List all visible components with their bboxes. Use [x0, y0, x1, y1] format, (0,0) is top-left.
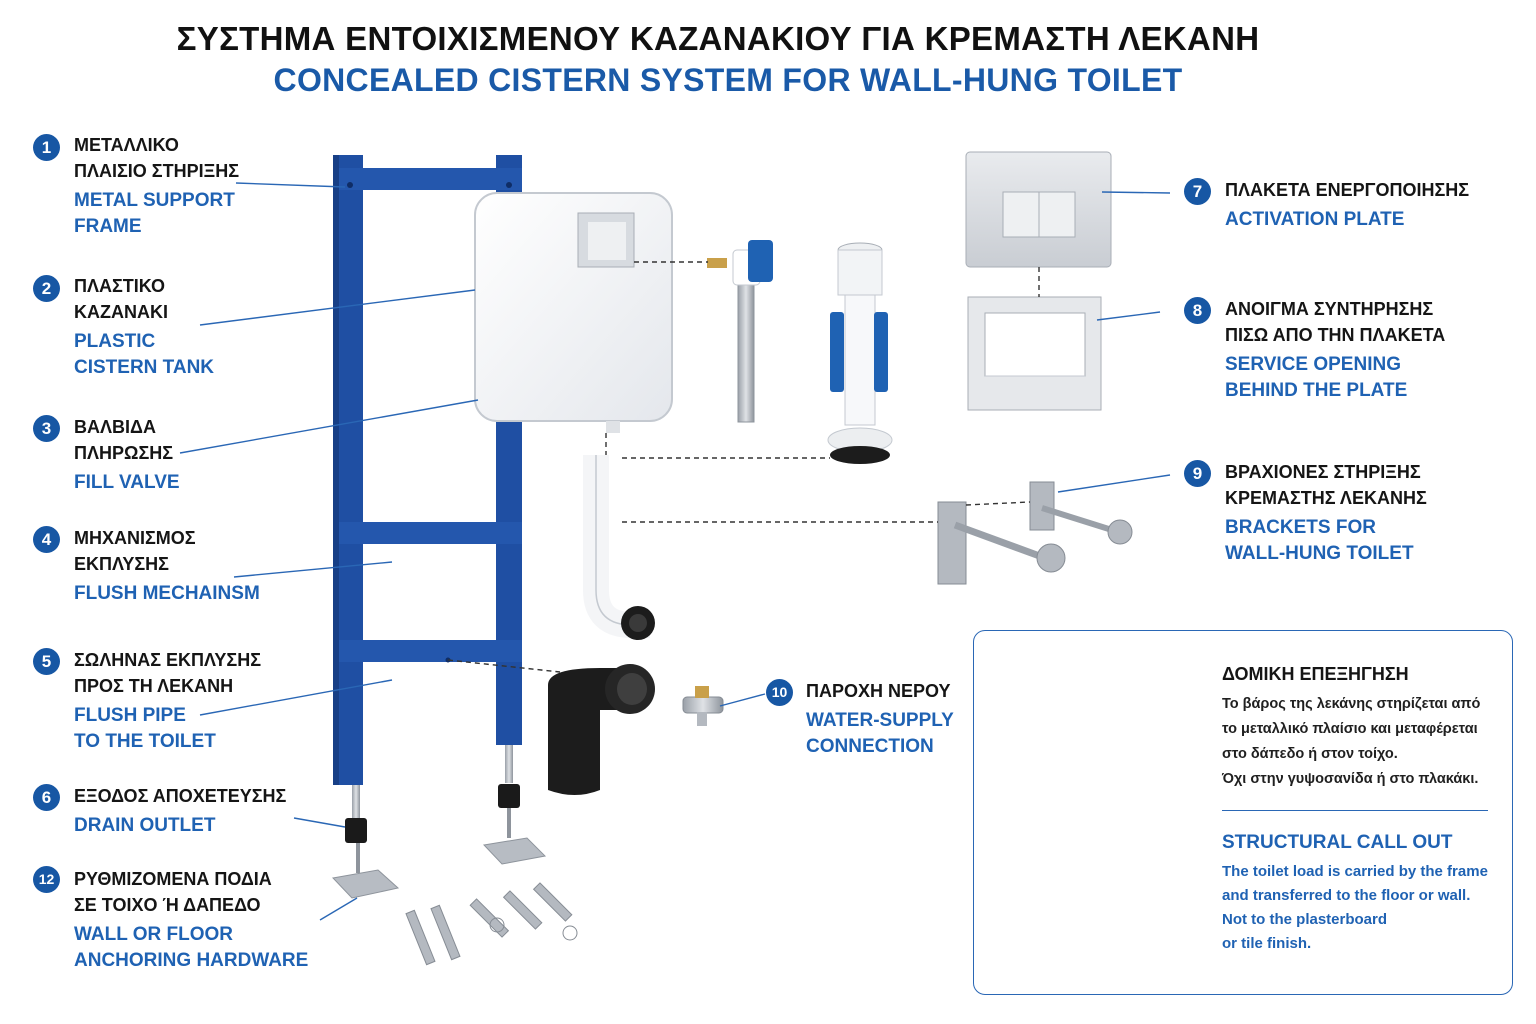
badge-12: 12: [33, 866, 60, 893]
adjustable-feet: [331, 745, 547, 899]
label-greek: ΣΕ ΤΟΙΧΟ Ή ΔΑΠΕΔΟ: [74, 895, 261, 915]
badge-6: 6: [33, 784, 60, 811]
fill-valve: [707, 240, 773, 423]
badge-10: 10: [766, 679, 793, 706]
label-greek: ΚΡΕΜΑΣΤΗΣ ΛΕΚΑΝΗΣ: [1225, 488, 1427, 508]
label-greek: ΕΞΟΔΟΣ ΑΠΟΧΕΤΕΥΣΗΣ: [74, 786, 287, 806]
badge-4: 4: [33, 526, 60, 553]
label-greek: ΠΛΑΚΕΤΑ ΕΝΕΡΓΟΠΟΙΗΣΗΣ: [1225, 180, 1470, 200]
badge-1: 1: [33, 134, 60, 161]
structural-callout-box: [973, 630, 1513, 995]
label-english: PLASTIC: [74, 331, 156, 352]
label-english: FRAME: [74, 216, 142, 237]
label-greek: ΠΙΣΩ ΑΠΟ ΤΗΝ ΠΛΑΚΕΤΑ: [1225, 325, 1446, 345]
title-english: CONCEALED CISTERN SYSTEM FOR WALL-HUNG T…: [273, 62, 1183, 98]
label-english: BRACKETS FOR: [1225, 517, 1376, 538]
label-english: WALL-HUNG TOILET: [1225, 543, 1414, 564]
label-english: WALL OR FLOOR: [74, 924, 234, 945]
callout-line: and transferred to the floor or wall.: [1222, 887, 1471, 904]
label-water-supply: ΠΑΡΟΧΗ ΝΕΡΟΥ WATER-SUPPLY CONNECTION: [806, 678, 954, 760]
label-greek: ΚΑΖΑΝΑΚΙ: [74, 302, 168, 322]
label-anchoring-hardware: ΡΥΘΜΙΖΟΜΕΝΑ ΠΟΔΙΑ ΣΕ ΤΟΙΧΟ Ή ΔΑΠΕΔΟ WALL…: [74, 866, 308, 974]
label-flush-pipe: ΣΩΛΗΝΑΣ ΕΚΠΛΥΣΗΣ ΠΡΟΣ ΤΗ ΛΕΚΑΝΗ FLUSH PI…: [74, 647, 261, 755]
label-greek: ΜΕΤΑΛΛΙΚΟ: [74, 135, 179, 155]
callout-line: The toilet load is carried by the frame: [1222, 863, 1488, 880]
drain-outlet: [548, 664, 655, 795]
badge-3: 3: [33, 415, 60, 442]
label-english: ACTIVATION PLATE: [1225, 209, 1405, 230]
label-metal-support-frame: ΜΕΤΑΛΛΙΚΟ ΠΛΑΙΣΙΟ ΣΤΗΡΙΞΗΣ METAL SUPPORT…: [74, 132, 239, 240]
label-greek: ΒΑΛΒΙΔΑ: [74, 417, 156, 437]
wall-hung-brackets: [937, 481, 1133, 585]
callout-title-english: STRUCTURAL CALL OUT: [1222, 832, 1453, 853]
label-english: DRAIN OUTLET: [74, 815, 216, 836]
callout-line: Το βάρος της λεκάνης στηρίζεται από: [1222, 696, 1481, 712]
label-wall-hung-brackets: ΒΡΑΧΙΟΝΕΣ ΣΤΗΡΙΞΗΣ ΚΡΕΜΑΣΤΗΣ ΛΕΚΑΝΗΣ BRA…: [1225, 459, 1427, 567]
label-english: ANCHORING HARDWARE: [74, 950, 309, 971]
label-flush-mechanism: ΜΗΧΑΝΙΣΜΟΣ ΕΚΠΛΥΣΗΣ FLUSH MECHAINSM: [74, 525, 260, 607]
label-greek: ΑΝΟΙΓΜΑ ΣΥΝΤΗΡΗΣΗΣ: [1225, 299, 1434, 319]
label-service-opening: ΑΝΟΙΓΜΑ ΣΥΝΤΗΡΗΣΗΣ ΠΙΣΩ ΑΠΟ ΤΗΝ ΠΛΑΚΕΤΑ …: [1225, 296, 1445, 404]
title-greek: ΣΥΣΤΗΜΑ ΕΝΤΟΙΧΙΣΜΕΝΟΥ ΚΑΖΑΝΑΚΙΟΥ ΓΙΑ ΚΡΕ…: [176, 20, 1260, 57]
callout-body-greek: Το βάρος της λεκάνης στηρίζεται από το μ…: [1222, 692, 1507, 792]
label-greek: ΠΛΑΙΣΙΟ ΣΤΗΡΙΞΗΣ: [74, 161, 239, 181]
anchoring-hardware: [405, 882, 578, 966]
label-english: BEHIND THE PLATE: [1225, 380, 1408, 401]
badge-9: 9: [1184, 460, 1211, 487]
water-supply-valve: [682, 686, 724, 726]
label-greek: ΠΛΑΣΤΙΚΟ: [74, 276, 165, 296]
label-english: FLUSH MECHAINSM: [74, 583, 260, 604]
label-greek: ΣΩΛΗΝΑΣ ΕΚΠΛΥΣΗΣ: [74, 650, 262, 670]
label-fill-valve: ΒΑΛΒΙΔΑ ΠΛΗΡΩΣΗΣ FILL VALVE: [74, 414, 180, 496]
label-english: FLUSH PIPE: [74, 705, 186, 726]
activation-plate: [965, 151, 1112, 268]
label-english: METAL SUPPORT: [74, 190, 235, 211]
callout-divider: [1222, 810, 1488, 811]
badge-7: 7: [1184, 178, 1211, 205]
callout-title-greek: ΔΟΜΙΚΗ ΕΠΕΞΗΓΗΣΗ: [1222, 664, 1409, 684]
label-english: FILL VALVE: [74, 472, 180, 493]
flush-mechanism: [827, 242, 893, 464]
callout-body-english: The toilet load is carried by the frame …: [1222, 860, 1507, 956]
leader-lines: [179, 182, 1171, 921]
callout-line: το μεταλλικό πλαίσιο και μεταφέρεται: [1222, 721, 1478, 737]
label-greek: ΠΡΟΣ ΤΗ ΛΕΚΑΝΗ: [74, 676, 234, 696]
label-greek: ΒΡΑΧΙΟΝΕΣ ΣΤΗΡΙΞΗΣ: [1225, 462, 1421, 482]
callout-line: Not to the plasterboard: [1222, 911, 1388, 928]
plastic-cistern-tank: [474, 192, 673, 433]
label-greek: ΠΛΗΡΩΣΗΣ: [74, 443, 174, 463]
label-greek: ΠΑΡΟΧΗ ΝΕΡΟΥ: [806, 681, 951, 701]
label-greek: ΡΥΘΜΙΖΟΜΕΝΑ ΠΟΔΙΑ: [74, 869, 272, 889]
service-opening: [967, 296, 1102, 411]
flush-pipe: [583, 455, 655, 640]
badge-8: 8: [1184, 297, 1211, 324]
callout-line: or tile finish.: [1222, 935, 1312, 952]
label-greek: ΕΚΠΛΥΣΗΣ: [74, 554, 169, 574]
callout-line: Όχι στην γυψοσανίδα ή στο πλακάκι.: [1222, 771, 1479, 787]
badge-5: 5: [33, 648, 60, 675]
label-greek: ΜΗΧΑΝΙΣΜΟΣ: [74, 528, 196, 548]
badge-2: 2: [33, 275, 60, 302]
label-plastic-cistern: ΠΛΑΣΤΙΚΟ ΚΑΖΑΝΑΚΙ PLASTIC CISTERN TANK: [74, 273, 214, 381]
label-drain-outlet: ΕΞΟΔΟΣ ΑΠΟΧΕΤΕΥΣΗΣ DRAIN OUTLET: [74, 783, 286, 839]
callout-line: στο δάπεδο ή στον τοίχο.: [1222, 746, 1398, 762]
connector-lines: [447, 261, 1040, 673]
label-english: SERVICE OPENING: [1225, 354, 1401, 375]
label-english: CONNECTION: [806, 736, 934, 757]
label-activation-plate: ΠΛΑΚΕΤΑ ΕΝΕΡΓΟΠΟΙΗΣΗΣ ACTIVATION PLATE: [1225, 177, 1469, 233]
label-english: WATER-SUPPLY: [806, 710, 954, 731]
label-english: CISTERN TANK: [74, 357, 215, 378]
label-english: TO THE TOILET: [74, 731, 216, 752]
